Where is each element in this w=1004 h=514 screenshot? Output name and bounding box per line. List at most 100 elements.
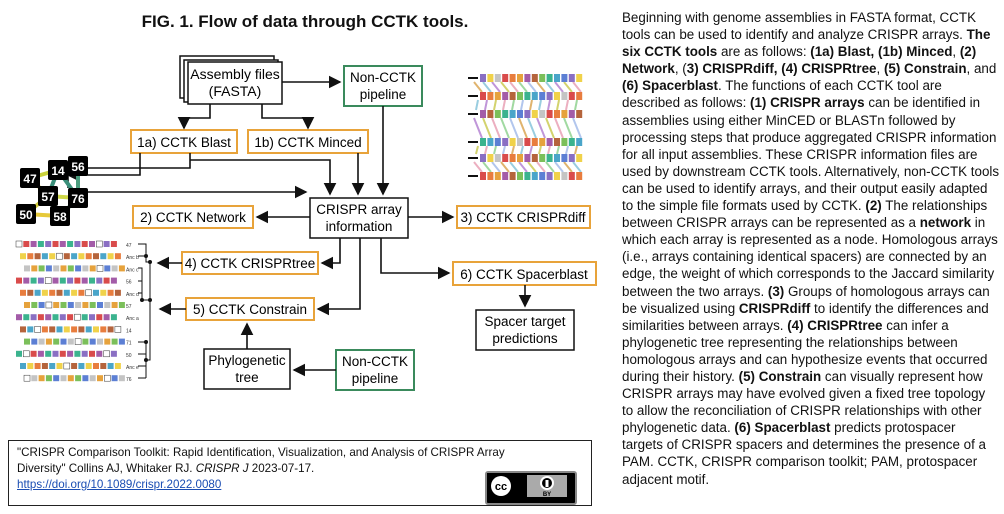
svg-text:predictions: predictions xyxy=(492,331,558,346)
tree-leaf-label: Anc a xyxy=(126,316,139,322)
tree-spacer xyxy=(49,253,56,260)
tree-spacer xyxy=(31,375,38,382)
tree-spacer xyxy=(44,277,52,284)
crisprdiff-link xyxy=(475,99,479,111)
crisprdiff-link xyxy=(491,161,501,173)
crisprdiff-link xyxy=(509,117,519,139)
tree-spacer xyxy=(104,338,111,345)
tree-spacer xyxy=(71,326,78,333)
tree-spacer xyxy=(74,313,81,321)
crisprdiff-link xyxy=(572,117,582,139)
tree-spacer xyxy=(103,241,110,247)
tree-spacer xyxy=(82,338,89,345)
tree-spacer xyxy=(24,265,30,272)
tree-spacer xyxy=(49,289,56,296)
network-node-label: 76 xyxy=(71,192,85,206)
caption-run: . The functions of each CCTK tool are de… xyxy=(622,78,942,111)
crisprdiff-link xyxy=(511,99,515,111)
network-node xyxy=(20,168,40,188)
tree-spacer xyxy=(114,326,122,333)
tree-spacer xyxy=(75,375,82,382)
crisprdiff-link xyxy=(482,161,492,173)
tree-spacer xyxy=(85,289,92,297)
crisprdiff-spacer xyxy=(524,92,531,100)
crisprdiff-link xyxy=(547,145,551,155)
crisprdiff-link xyxy=(484,99,488,111)
crisprdiff-spacer xyxy=(494,92,501,100)
tree-spacer xyxy=(100,253,107,260)
crisprdiff-spacer xyxy=(480,110,486,118)
crisprdiff-spacer xyxy=(517,74,523,82)
tree-spacer xyxy=(30,241,37,247)
tree-spacer xyxy=(27,253,34,260)
tree-spacer xyxy=(23,277,30,284)
caption-run: predicts protospacer targets of CRISPR s… xyxy=(622,420,986,487)
tree-spacer xyxy=(38,375,45,382)
crisprdiff-spacer xyxy=(531,110,538,118)
caption-run: The six CCTK tools xyxy=(622,27,991,60)
crisprdiff-link xyxy=(565,99,569,111)
crisprdiff-spacer xyxy=(502,138,509,146)
tree-spacer xyxy=(37,314,44,321)
svg-text:5) CCTK Constrain: 5) CCTK Constrain xyxy=(193,302,307,317)
caption-run: CRISPRdiff xyxy=(738,300,811,316)
tree-leaf-label: Anc d xyxy=(126,292,139,298)
tree-spacer xyxy=(59,277,66,284)
caption-run: (6) Spacerblast xyxy=(622,78,719,94)
crisprdiff-spacer xyxy=(561,110,568,118)
crisprdiff-spacer xyxy=(494,172,501,180)
caption-run: The relationships between CRISPR arrays … xyxy=(622,198,988,231)
tree-spacer xyxy=(67,375,74,382)
figure-caption: Beginning with genome assemblies in FAST… xyxy=(622,9,1000,488)
network-node xyxy=(48,160,68,180)
crisprdiff-spacer xyxy=(568,110,575,118)
tree-spacer xyxy=(23,241,30,247)
tree-spacer xyxy=(34,289,41,296)
noncctk-pipeline-bottom: Non-CCTK pipeline xyxy=(335,349,415,391)
crisprdiff-spacer xyxy=(502,172,509,180)
crisprdiff-spacer xyxy=(494,154,501,162)
tree-spacer xyxy=(67,277,74,284)
crisprdiff-link xyxy=(527,117,537,139)
tree-spacer xyxy=(31,302,38,308)
tree-spacer xyxy=(37,241,44,247)
tree-spacer xyxy=(31,265,38,272)
tree-leaf-label: 50 xyxy=(126,353,132,359)
network-node xyxy=(68,188,88,208)
tree-spacer xyxy=(74,338,82,345)
crisprdiff-spacer xyxy=(554,110,560,118)
crisprdiff-link xyxy=(520,99,524,111)
crisprdiff-spacer xyxy=(531,138,538,146)
crisprdiff-link xyxy=(520,145,524,155)
crisprdiff-spacer xyxy=(539,172,546,180)
crisprdiff-spacer xyxy=(576,172,583,180)
crisprdiff-link xyxy=(545,161,555,173)
crisprdiff-spacer xyxy=(531,154,538,162)
tree-spacer xyxy=(100,289,107,296)
tree-spacer xyxy=(63,289,70,296)
network-node xyxy=(16,204,36,224)
crisprdiff-spacer xyxy=(509,154,516,162)
tree-spacer xyxy=(89,265,96,272)
tree-spacer xyxy=(52,314,59,321)
tree-spacer xyxy=(89,302,96,308)
crisprdiff-spacer xyxy=(568,172,575,180)
crisprdiff-spacer xyxy=(502,74,509,82)
tree-spacer xyxy=(111,302,118,308)
crisprdiff-spacer xyxy=(546,138,553,146)
crisprdiff-link xyxy=(572,161,582,173)
assembly-files-sublabel: (FASTA) xyxy=(209,83,262,99)
tree-spacer xyxy=(81,314,88,321)
tree-spacer xyxy=(110,350,117,357)
tree-spacer xyxy=(97,338,103,345)
tree-spacer xyxy=(74,241,81,247)
caption-run: , ( xyxy=(674,61,687,77)
caption-run: (5) Constrain xyxy=(738,368,822,384)
tree-spacer xyxy=(27,289,34,296)
network-node-label: 57 xyxy=(41,190,55,204)
tree-spacer xyxy=(23,314,30,321)
tree-spacer xyxy=(89,314,95,321)
doi-link[interactable]: https://doi.org/10.1089/crispr.2022.0080 xyxy=(17,478,222,491)
tree-spacer xyxy=(60,375,67,382)
